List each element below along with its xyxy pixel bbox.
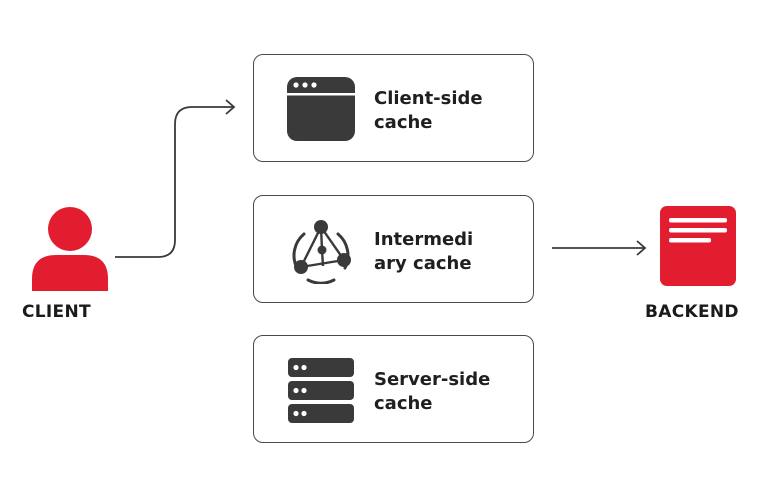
- document-icon: [660, 206, 736, 286]
- label-line-2: cache: [374, 393, 433, 414]
- server-side-cache-box: Server-side cache: [253, 335, 534, 443]
- backend-label: BACKEND: [645, 302, 739, 322]
- browser-window-icon: [287, 77, 355, 141]
- label-line-2: ary cache: [374, 253, 472, 274]
- client-to-client-cache-arrow: [115, 99, 236, 258]
- intermediary-cache-label: Intermedi ary cache: [374, 228, 514, 276]
- client-side-cache-label: Client-side cache: [374, 87, 514, 135]
- label-line-1: Intermedi: [374, 229, 474, 250]
- intermediary-cache-box: Intermedi ary cache: [253, 195, 534, 303]
- label-line-1: Client-side: [374, 88, 483, 109]
- server-side-cache-label: Server-side cache: [374, 368, 514, 416]
- label-line-1: Server-side: [374, 369, 491, 390]
- client-side-cache-box: Client-side cache: [253, 54, 534, 162]
- intermediary-to-backend-arrow: [552, 240, 647, 256]
- user-icon: [32, 207, 108, 291]
- network-node-icon: [292, 220, 351, 284]
- server-stack-icon: [288, 358, 354, 423]
- label-line-2: cache: [374, 112, 433, 133]
- client-label: CLIENT: [22, 302, 91, 322]
